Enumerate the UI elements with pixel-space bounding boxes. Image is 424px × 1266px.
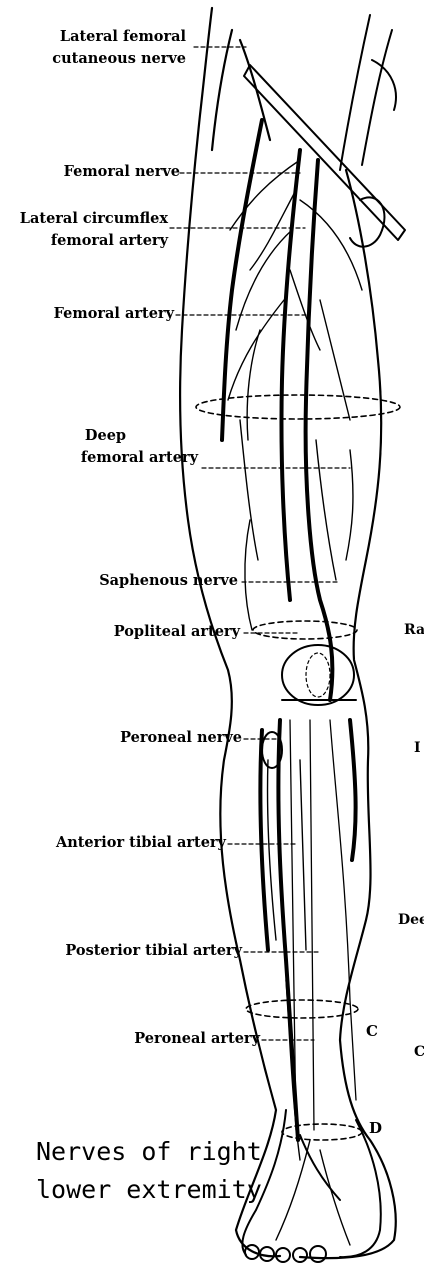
label-anterior-tibial-artery: Anterior tibial artery xyxy=(56,832,226,854)
clipped-label-dee: Dee xyxy=(398,912,424,928)
label-peroneal-artery: Peroneal artery xyxy=(134,1028,260,1050)
label-lateral-circumflex-femoral-artery: Lateral circumflex femoral artery xyxy=(20,208,168,252)
clipped-label-i: I xyxy=(414,740,421,756)
leader-lines xyxy=(170,47,350,1040)
label-femoral-nerve: Femoral nerve xyxy=(64,161,180,183)
label-saphenous-nerve: Saphenous nerve xyxy=(99,570,238,592)
label-femoral-artery: Femoral artery xyxy=(54,303,174,325)
section-letter-c: C xyxy=(366,1022,378,1040)
shin-bones xyxy=(290,720,356,1130)
major-vessels xyxy=(222,120,356,1140)
knee xyxy=(262,645,356,768)
label-peroneal-nerve: Peroneal nerve xyxy=(120,727,242,749)
section-letter-d: D xyxy=(369,1119,382,1137)
label-lateral-femoral-cutaneous-nerve: Lateral femoral cutaneous nerve xyxy=(52,26,186,70)
figure-caption: Nerves of right lower extremity xyxy=(36,1133,262,1209)
label-deep-femoral-artery: Deep femoral artery xyxy=(81,425,198,469)
label-popliteal-artery: Popliteal artery xyxy=(114,621,240,643)
clipped-label-ra: Ra xyxy=(404,622,424,638)
foot xyxy=(242,1110,380,1262)
clipped-label-c: C xyxy=(414,1044,424,1060)
label-posterior-tibial-artery: Posterior tibial artery xyxy=(65,940,242,962)
